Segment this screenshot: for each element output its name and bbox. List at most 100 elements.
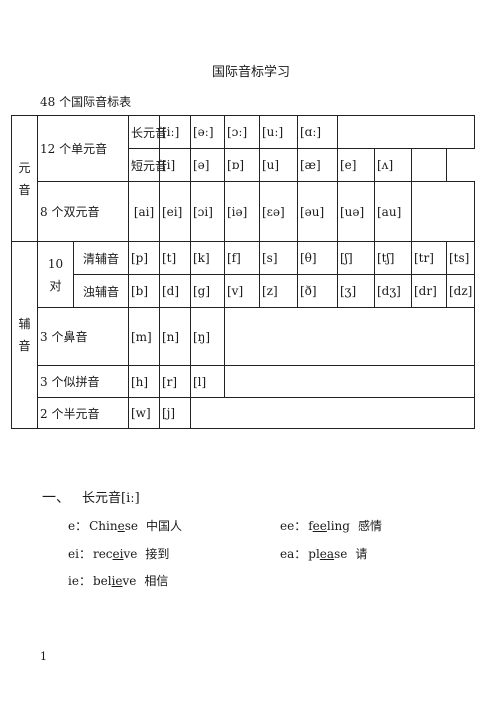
symbol-cell: [iː] [159, 115, 191, 149]
symbol-cell: [k] [190, 241, 225, 275]
symbol-cell: [θ] [297, 241, 338, 275]
diphthong-label: 8 个双元音 [37, 181, 129, 242]
voiced-label: 浊辅音 [73, 274, 129, 308]
example-spelling: ea： [280, 547, 307, 561]
word-part: bel [92, 574, 112, 588]
example-word: please [308, 547, 347, 561]
symbol-cell: [w] [128, 397, 160, 429]
symbol-cell: [l] [190, 365, 225, 398]
symbol-cell: [dʒ] [374, 274, 412, 308]
symbol-cell: [æ] [297, 148, 338, 182]
section-number: 一、 [42, 490, 70, 506]
vowel-header-cell: 元 音 [11, 115, 38, 242]
symbol-cell: [ɒ] [224, 148, 260, 182]
symbol-cell: [ɑː] [297, 115, 338, 149]
symbol-cell: [ai] [128, 181, 160, 242]
example-gloss: 感情 [357, 519, 382, 533]
symbol-cell: [uː] [259, 115, 298, 149]
short-label: 短元音 [128, 148, 167, 182]
symbol-cell: [t] [159, 241, 191, 275]
table-caption: 48 个国际音标表 [40, 95, 132, 109]
symbol-cell: [u] [259, 148, 298, 182]
symbol-cell: [z] [259, 274, 298, 308]
example-spelling: ei： [68, 547, 91, 561]
example-word: receive [93, 547, 137, 561]
symbol-cell: [i] [159, 148, 191, 182]
symbol-cell: [ei] [159, 181, 191, 242]
example-item: ea：please 请 [280, 545, 367, 562]
symbol-cell: [tr] [411, 241, 447, 275]
symbol-cell: [iə] [224, 181, 260, 242]
voiced-row: 浊辅音 [b] [d] [g] [v] [z] [ð] [ʒ] [dʒ] [dr… [12, 274, 475, 308]
word-part: se [124, 519, 138, 533]
voiceless-row: 辅 音 10 对 清辅音 [p] [t] [k] [f] [s] [θ] [ʃ]… [11, 241, 475, 429]
word-part: ve [123, 547, 138, 561]
word-part: se [334, 547, 348, 561]
word-underlined-part: e [117, 519, 125, 533]
empty-cell [337, 115, 475, 149]
example-spelling: ie： [68, 574, 91, 588]
symbol-cell: [v] [224, 274, 260, 308]
symbol-cell: [p] [128, 241, 160, 275]
nasal-row: 3 个鼻音 [m] [n] [ŋ] [12, 307, 475, 366]
symbol-cell: [ʃ] [337, 241, 375, 275]
symbol-cell: [dz] [446, 274, 475, 308]
word-part: f [308, 519, 313, 533]
example-word: feeling [308, 519, 350, 533]
word-part: rec [92, 547, 113, 561]
vowel-header-char: 元 [18, 160, 31, 175]
symbol-cell: [ɔː] [224, 115, 260, 149]
symbol-cell: [ɛə] [259, 181, 298, 242]
example-gloss: 中国人 [145, 519, 182, 533]
symbol-cell: [g] [190, 274, 225, 308]
liquid-label: 3 个似拼音 [37, 365, 129, 398]
word-part: pl [308, 547, 320, 561]
empty-cell [224, 307, 475, 366]
example-gloss: 请 [355, 547, 368, 561]
semivowel-row: 2 个半元音 [w] [j] [12, 397, 475, 429]
word-underlined-part: ei [112, 547, 124, 561]
symbol-cell: [ɔi] [190, 181, 225, 242]
empty-cell [190, 397, 475, 429]
symbol-cell: [uə] [337, 181, 375, 242]
symbol-cell: [f] [224, 241, 260, 275]
page-number: 1 [40, 650, 47, 663]
voiceless-label: 清辅音 [73, 241, 129, 275]
symbol-cell: [h] [128, 365, 160, 398]
pairs-label: 10 [47, 256, 64, 271]
pairs-label-cell: 10 对 [37, 241, 74, 308]
doc-title: 国际音标学习 [211, 65, 290, 80]
consonant-header-char: 音 [18, 339, 31, 353]
symbol-cell: [d] [159, 274, 191, 308]
empty-cell [411, 148, 447, 182]
consonant-header-char: 辅 [18, 317, 31, 331]
word-part: ve [122, 574, 137, 588]
symbol-cell: [ʌ] [374, 148, 412, 182]
symbol-cell: [ə] [190, 148, 225, 182]
section-heading: 一、长元音[iː] [42, 487, 140, 507]
symbol-cell: [m] [128, 307, 160, 366]
long-vowel-row: 元 音 12 个单元音 长元音 [iː] [əː] [ɔː] [uː] [ɑː] [11, 115, 475, 242]
example-word: believe [93, 574, 136, 588]
empty-cell [224, 365, 475, 398]
long-label: 长元音 [128, 115, 167, 149]
symbol-cell: [ŋ] [190, 307, 225, 366]
example-spelling: ee： [280, 519, 307, 533]
symbol-cell: [əu] [297, 181, 338, 242]
consonant-header-cell: 辅 音 [11, 241, 38, 429]
symbol-cell: [ts] [446, 241, 475, 275]
word-part: ling [326, 519, 350, 533]
semivowel-label: 2 个半元音 [37, 397, 129, 429]
symbol-cell: [s] [259, 241, 298, 275]
short-vowel-row: 短元音 [i] [ə] [ɒ] [u] [æ] [e] [ʌ] [12, 148, 475, 182]
symbol-cell: [n] [159, 307, 191, 366]
example-spelling: e： [68, 519, 88, 533]
symbol-cell: [au] [374, 181, 412, 242]
liquid-row: 3 个似拼音 [h] [r] [l] [12, 365, 475, 398]
nasal-label: 3 个鼻音 [37, 307, 129, 366]
pairs-label: 对 [49, 278, 62, 293]
symbol-cell: [e] [337, 148, 375, 182]
